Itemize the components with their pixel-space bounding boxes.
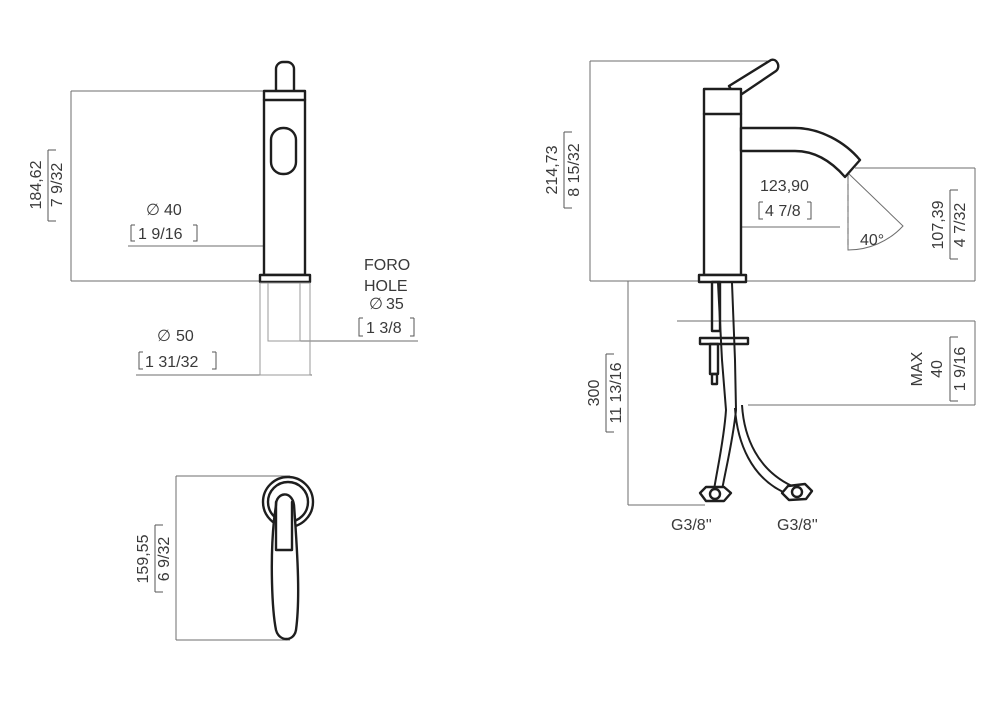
under-counter-hole: [267, 282, 301, 342]
connection-right-label: G3/8'': [777, 517, 818, 534]
max-deck-bracket: [949, 336, 958, 402]
body-dia-bracket: [130, 224, 198, 242]
connector-right-core: [790, 485, 804, 499]
max-deck-in: 1 9/16: [952, 347, 969, 392]
angle-wedge: [847, 171, 904, 251]
max-label: MAX: [909, 351, 926, 386]
hole-label-it: FORO: [364, 257, 410, 274]
diameter-symbol-40: ∅: [146, 202, 160, 219]
side-height-bracket: [563, 131, 572, 209]
hole-dia-mm: 35: [386, 296, 404, 313]
front-view: 184,62 7 9/32 ∅ 40 1 9/16 ∅ 50 1 31/32 F…: [28, 60, 418, 376]
connector-right-icon: [780, 482, 814, 502]
body-dia-in: 1 9/16: [138, 226, 183, 243]
hose-right-a: [734, 407, 791, 496]
top-lever-neck: [274, 500, 294, 552]
top-depth-bracket: [154, 524, 163, 593]
max-deck-mm: 40: [929, 360, 946, 378]
angle-label: 40°: [860, 232, 884, 249]
spout: [739, 126, 862, 179]
hole-label-en: HOLE: [364, 278, 408, 295]
top-depth-in: 6 9/32: [156, 537, 173, 582]
hose-right-b: [741, 404, 793, 487]
hose-length-mm: 300: [586, 380, 603, 407]
diameter-symbol-35: ∅: [369, 296, 383, 313]
spout-height-bracket: [949, 189, 958, 260]
shank-tail: [710, 372, 719, 386]
front-height-in: 7 9/32: [49, 163, 66, 208]
hose-left-a: [713, 282, 728, 491]
mounting-plate: [698, 336, 750, 346]
hole-dia-in: 1 3/8: [366, 320, 402, 337]
front-height-mm: 184,62: [28, 160, 45, 209]
hose-length-bracket: [605, 353, 614, 433]
base-dia-in: 1 31/32: [145, 354, 198, 371]
hose-length-in: 11 13/16: [608, 362, 625, 423]
side-height-mm: 214,73: [544, 145, 561, 194]
front-height-bracket: [47, 149, 56, 222]
side-height-in: 8 15/32: [566, 143, 583, 196]
reach-bracket: [758, 201, 812, 220]
reach-mm: 123,90: [760, 178, 809, 195]
shank-nut: [708, 342, 720, 376]
hole-dia-bracket: [358, 317, 415, 337]
connection-left-label: G3/8'': [671, 517, 712, 534]
diameter-symbol-50: ∅: [157, 328, 171, 345]
side-body: [702, 87, 743, 277]
side-view: 40° 214,73 8 15/32 123,90 4 7/8 107,39: [544, 58, 976, 534]
top-depth-mm: 159,55: [135, 534, 152, 583]
body-dia-mm: 40: [164, 202, 182, 219]
spout-height-in: 4 7/32: [952, 203, 969, 248]
faucet-base: [258, 273, 312, 284]
connector-left-icon: [698, 485, 733, 503]
faucet-body: [262, 89, 307, 277]
base-dia-mm: 50: [176, 328, 194, 345]
spout-height-mm: 107,39: [930, 200, 947, 249]
top-view: 159,55 6 9/32: [135, 475, 315, 641]
lever-slot: [269, 126, 298, 176]
connector-left-core: [708, 487, 722, 501]
side-base: [697, 273, 748, 284]
base-dia-bracket: [138, 351, 217, 370]
reach-in: 4 7/8: [765, 203, 801, 220]
